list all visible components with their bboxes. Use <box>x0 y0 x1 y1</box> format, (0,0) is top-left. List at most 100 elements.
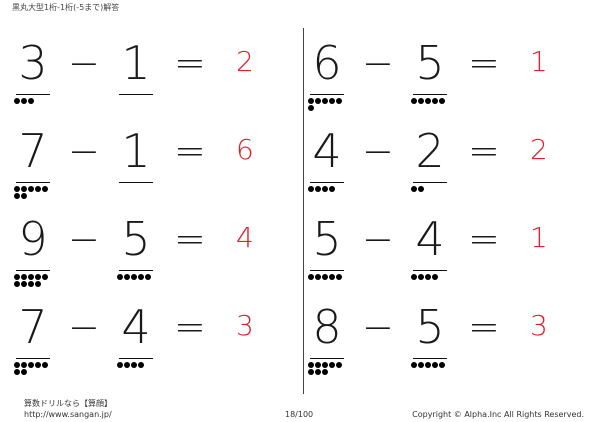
counting-dot <box>308 369 314 375</box>
subtrahend: 4 <box>415 212 445 266</box>
counting-dot <box>42 362 48 368</box>
counting-dot <box>14 193 20 199</box>
minus-sign: − <box>68 305 100 349</box>
minuend: 8 <box>312 300 342 354</box>
answer-underline <box>16 94 50 95</box>
site-url-link[interactable]: http://www.sangan.jp/ <box>24 410 112 419</box>
answer-underline <box>119 94 153 95</box>
page-header: 黒丸大型1桁-1桁(-5まで)解答 <box>12 3 120 12</box>
counting-dots <box>14 186 54 200</box>
answer: 3 <box>530 309 548 342</box>
problem-3: 7 − 1 = 6 <box>14 124 284 199</box>
counting-dot <box>425 98 431 104</box>
counting-dot <box>308 98 314 104</box>
equals-sign: = <box>174 129 206 173</box>
answer-underline <box>119 358 153 359</box>
dot-row <box>308 186 348 192</box>
minus-sign: − <box>68 41 100 85</box>
counting-dot <box>21 362 27 368</box>
counting-dot <box>21 274 27 280</box>
minuend: 7 <box>18 300 48 354</box>
dot-row <box>14 186 54 192</box>
equals-sign: = <box>174 305 206 349</box>
counting-dot <box>425 274 431 280</box>
minus-sign: − <box>362 129 394 173</box>
counting-dot <box>336 98 342 104</box>
answer: 3 <box>236 309 254 342</box>
answer-underline <box>16 182 50 183</box>
minuend: 7 <box>18 124 48 178</box>
counting-dot <box>28 281 34 287</box>
counting-dots <box>411 274 451 281</box>
counting-dot <box>418 362 424 368</box>
counting-dot <box>329 186 335 192</box>
counting-dot <box>14 98 20 104</box>
counting-dot <box>21 193 27 199</box>
counting-dot <box>322 369 328 375</box>
dot-row <box>411 186 451 192</box>
counting-dot <box>131 362 137 368</box>
counting-dot <box>322 186 328 192</box>
answer-underline <box>16 270 50 271</box>
counting-dot <box>14 281 20 287</box>
problem-2: 6 − 5 = 1 <box>308 36 578 111</box>
site-name: 算数ドリルなら【算顔】 <box>24 399 112 408</box>
answer-underline <box>16 358 50 359</box>
answer-underline <box>310 182 344 183</box>
counting-dot <box>35 274 41 280</box>
minuend: 3 <box>18 36 48 90</box>
counting-dot <box>21 98 27 104</box>
counting-dots <box>14 274 54 288</box>
minus-sign: − <box>362 217 394 261</box>
counting-dots <box>411 362 451 369</box>
answer-underline <box>413 358 447 359</box>
counting-dot <box>14 186 20 192</box>
dot-row <box>14 369 54 375</box>
counting-dot <box>42 186 48 192</box>
counting-dots <box>308 98 348 112</box>
answer: 1 <box>530 45 548 78</box>
counting-dot <box>439 98 445 104</box>
counting-dot <box>315 186 321 192</box>
counting-dot <box>14 362 20 368</box>
counting-dot <box>322 274 328 280</box>
counting-dot <box>418 274 424 280</box>
dot-row <box>14 281 54 287</box>
counting-dot <box>308 362 314 368</box>
counting-dot <box>418 186 424 192</box>
problem-1: 3 − 1 = 2 <box>14 36 284 104</box>
counting-dot <box>308 274 314 280</box>
counting-dot <box>315 98 321 104</box>
problem-7: 7 − 4 = 3 <box>14 300 284 375</box>
counting-dots <box>14 98 54 105</box>
counting-dot <box>315 362 321 368</box>
subtrahend: 2 <box>415 124 445 178</box>
counting-dots <box>308 186 348 193</box>
answer: 1 <box>530 221 548 254</box>
subtrahend: 4 <box>121 300 151 354</box>
counting-dot <box>21 369 27 375</box>
counting-dot <box>145 274 151 280</box>
problem-5: 9 − 5 = 4 <box>14 212 284 287</box>
problem-4: 4 − 2 = 2 <box>308 124 578 192</box>
answer: 4 <box>236 221 254 254</box>
footer-site: 算数ドリルなら【算顔】 http://www.sangan.jp/ <box>24 398 112 420</box>
counting-dot <box>439 362 445 368</box>
counting-dot <box>411 98 417 104</box>
counting-dot <box>432 98 438 104</box>
dot-row <box>14 274 54 280</box>
counting-dot <box>28 274 34 280</box>
counting-dot <box>14 369 20 375</box>
dot-row <box>14 362 54 368</box>
subtrahend: 1 <box>121 36 151 90</box>
counting-dots <box>308 274 348 281</box>
counting-dot <box>138 362 144 368</box>
counting-dot <box>308 186 314 192</box>
counting-dot <box>322 362 328 368</box>
counting-dot <box>329 362 335 368</box>
counting-dot <box>35 281 41 287</box>
answer-underline <box>413 182 447 183</box>
dot-row <box>411 362 451 368</box>
minus-sign: − <box>362 41 394 85</box>
counting-dot <box>28 98 34 104</box>
